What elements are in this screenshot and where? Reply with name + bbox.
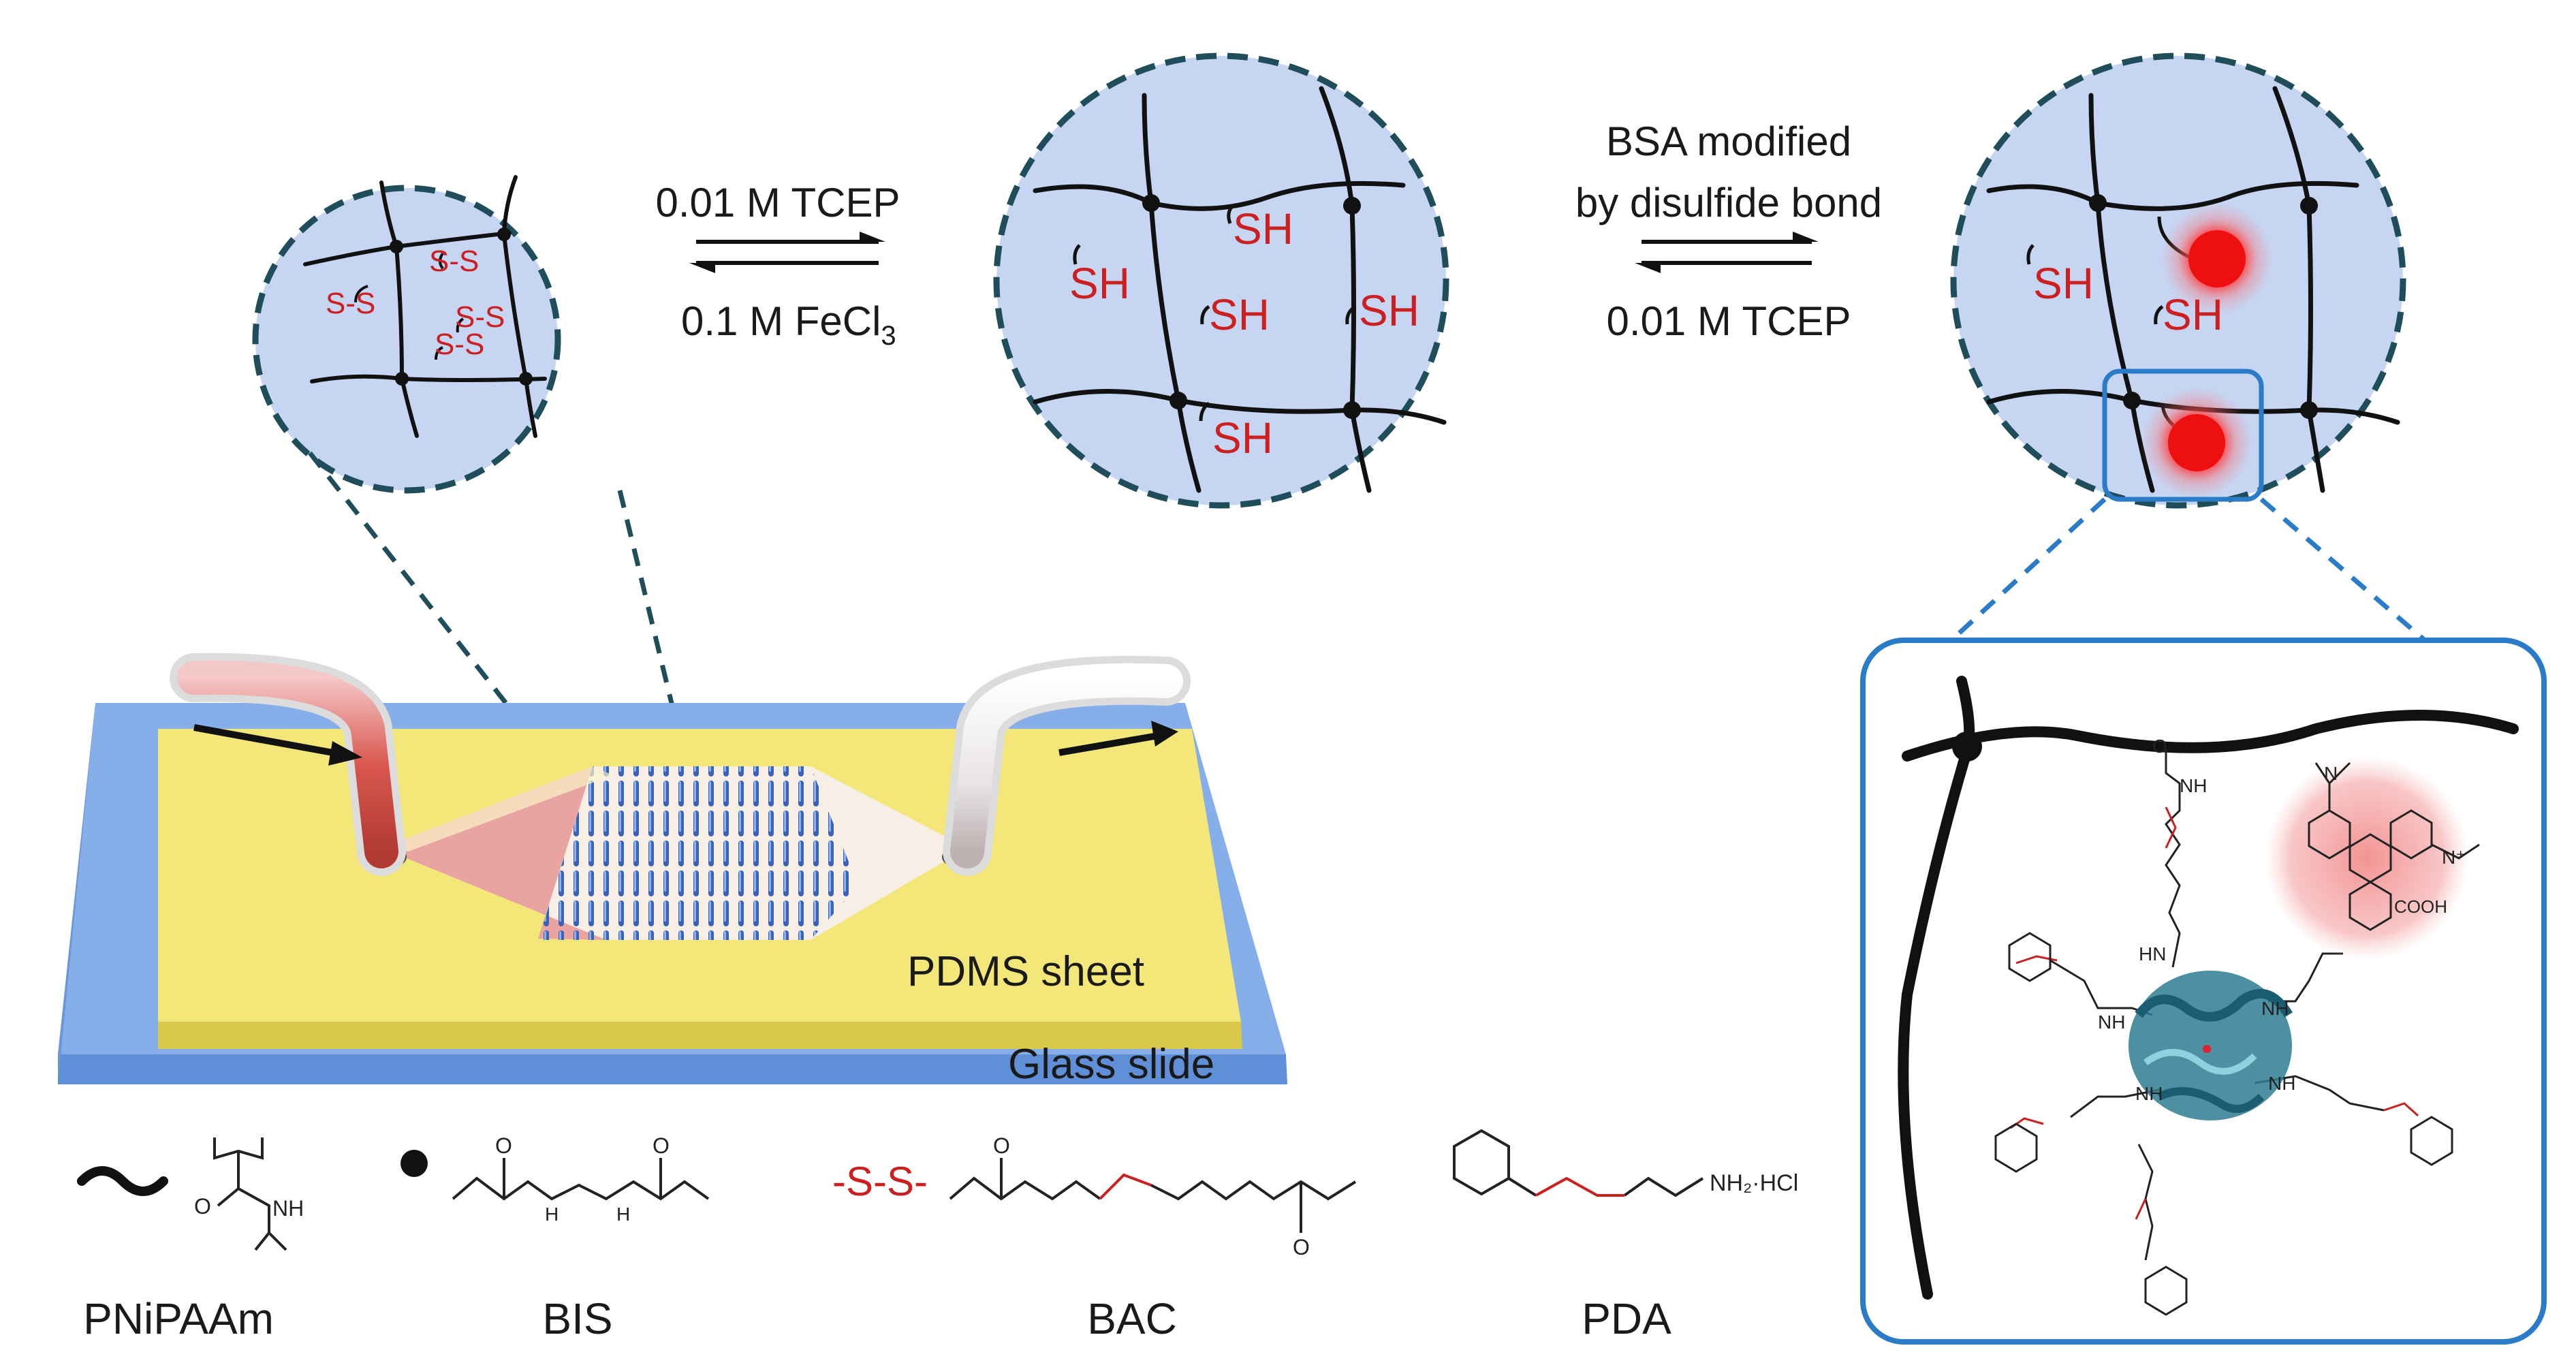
bis-crosslink-symbol: [400, 1150, 428, 1177]
glass-label: Glass slide: [1008, 1041, 1214, 1088]
step2-reverse-label: 0.01 M TCEP: [1606, 298, 1851, 344]
bis-structure: [452, 1158, 710, 1201]
pnipaam-nh-label: NH: [272, 1196, 304, 1221]
outlet-flow-arrow: [1151, 721, 1178, 747]
nh-label-4: NH: [2261, 998, 2289, 1019]
thiol-label-1: SH: [1233, 204, 1293, 253]
inlet-tube: [177, 660, 398, 868]
thiol-label-6: SH: [2033, 259, 2094, 308]
legend: O NH PNiPAAm O O H H BIS -S-S- O O BAC: [77, 1129, 1798, 1343]
step2-forward-label-1: BSA modified: [1606, 119, 1851, 164]
carbonyl-o-label: O: [2152, 736, 2167, 757]
step2-forward-label-2: by disulfide bond: [1575, 180, 1882, 225]
bsa-protein: [2129, 971, 2293, 1120]
bis-o-label-1: O: [495, 1133, 512, 1158]
inlet-flow-arrow: [328, 741, 362, 766]
step1-reverse-label: 0.1 M FeCl3: [681, 298, 896, 351]
molecular-inset: NH O HN NH NH NH NH N N⁺ COOH: [1860, 638, 2547, 1345]
disulfide-label-2: S-S: [429, 245, 479, 278]
outlet-tube: [950, 663, 1183, 868]
thiol-label-7: SH: [2163, 290, 2223, 339]
step1-forward-label: 0.01 M TCEP: [655, 180, 900, 225]
bis-label: BIS: [542, 1294, 612, 1343]
dye-nplus-label: N⁺: [2442, 847, 2466, 868]
microfluidic-device: PDMS sheet Glass slide: [58, 653, 1287, 1088]
amide-nh-label: NH: [2180, 775, 2207, 796]
reaction-arrows-1: 0.01 M TCEP 0.1 M FeCl3: [655, 180, 900, 351]
reaction-arrows-2: BSA modified by disulfide bond 0.01 M TC…: [1575, 119, 1882, 344]
pnipaam-o-label: O: [194, 1194, 211, 1219]
nh-label-3: NH: [2268, 1073, 2295, 1094]
crosslink-points: [390, 227, 533, 386]
zoom-selection-box: [2102, 368, 2264, 502]
zoom-lines-inset: [1949, 497, 2427, 642]
network-circle-disulfide: S-S S-S S-S S-S: [252, 175, 561, 494]
network-circle-thiol: SH SH SH SH SH: [993, 52, 1449, 509]
bis-h-label-1: H: [545, 1204, 559, 1225]
bis-h-label-2: H: [616, 1204, 630, 1225]
nh-label-2: NH: [2135, 1083, 2163, 1104]
thiol-label-2: SH: [1069, 259, 1130, 308]
pnipaam-label: PNiPAAm: [83, 1294, 274, 1343]
pillar-array: [538, 766, 858, 940]
rhodamine-dye: [2308, 762, 2480, 931]
pnipaam-chain-symbol: [77, 1166, 168, 1196]
pda-label: PDA: [1582, 1294, 1671, 1343]
bis-o-label-2: O: [653, 1133, 670, 1158]
rhodamine-dye-glow: [2265, 756, 2469, 960]
pyridine-rings: [1994, 932, 2453, 1316]
bac-o-label-2: O: [1293, 1235, 1310, 1259]
bac-structure: [949, 1158, 1357, 1233]
thiol-label-5: SH: [1212, 413, 1273, 462]
dye-n-label: N: [2324, 763, 2338, 784]
pdms-label: PDMS sheet: [907, 948, 1144, 995]
disulfide-label-4: S-S: [435, 328, 484, 361]
disulfide-label-3: S-S: [455, 300, 505, 334]
zoom-lines-device: [308, 451, 684, 764]
network-circle-bsa: SH SH: [1950, 52, 2406, 509]
dye-cooh-label: COOH: [2394, 896, 2447, 917]
polymer-chains: [1033, 86, 1447, 493]
pnipaam-structure: [213, 1138, 287, 1251]
bac-label: BAC: [1087, 1294, 1177, 1343]
disulfide-label-1: S-S: [326, 287, 375, 320]
thiol-label-3: SH: [1209, 290, 1270, 339]
polymer-chains: [303, 175, 547, 438]
pda-amine-label: NH₂·HCl: [1710, 1170, 1798, 1196]
bac-o-label-1: O: [993, 1133, 1010, 1158]
thiol-label-4: SH: [1359, 286, 1419, 335]
nh-label-1: NH: [2098, 1011, 2125, 1033]
pda-structure: [1453, 1129, 1704, 1197]
hn-label-1: HN: [2139, 943, 2166, 964]
bac-ss-symbol: -S-S-: [832, 1159, 928, 1204]
